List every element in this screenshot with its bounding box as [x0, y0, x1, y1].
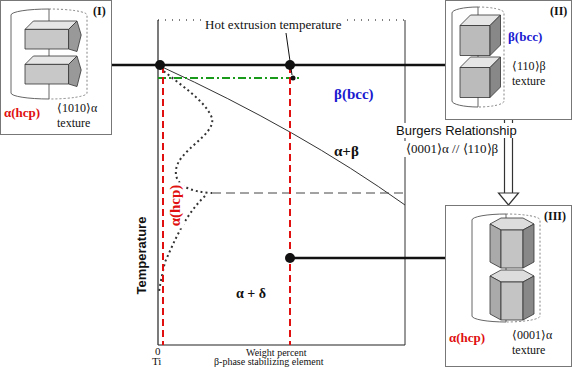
phase-name: β(bcc) — [508, 29, 542, 45]
texture-label: ⟨1010⟩α texture — [57, 101, 109, 131]
axis-tick: Ti — [152, 355, 161, 367]
texture-panel: (III) α(hcp) ⟨0001⟩α texture — [445, 205, 572, 367]
relationship-label: ⟨0001⟩α // ⟨110⟩β — [404, 141, 500, 157]
crystal-sketch — [446, 1, 572, 121]
relationship-label: Burgers Relationship — [394, 123, 519, 138]
phase-region: α+β — [334, 143, 359, 160]
panel-number: (II) — [550, 4, 567, 19]
phase-region: β(bcc) — [334, 86, 374, 103]
axis-title: β-phase stabilizing element — [214, 356, 324, 367]
annotation: Hot extrusion temperature — [203, 17, 343, 33]
texture-label: ⟨0001⟩α texture — [512, 328, 568, 358]
texture-panel: (I) α(hcp) ⟨1010⟩α texture — [0, 0, 112, 135]
panel-number: (I) — [93, 4, 106, 19]
phase-region: α + δ — [236, 286, 266, 302]
phase-name: α(hcp) — [449, 330, 485, 346]
panel-number: (III) — [544, 209, 566, 224]
texture-panel: (II) β(bcc) ⟨110⟩β texture — [445, 0, 572, 120]
phase-name: α(hcp) — [4, 105, 40, 121]
axis-title: Temperature — [134, 216, 149, 294]
phase-region: α(hcp) — [167, 182, 184, 228]
texture-label: ⟨110⟩β texture — [512, 59, 568, 89]
